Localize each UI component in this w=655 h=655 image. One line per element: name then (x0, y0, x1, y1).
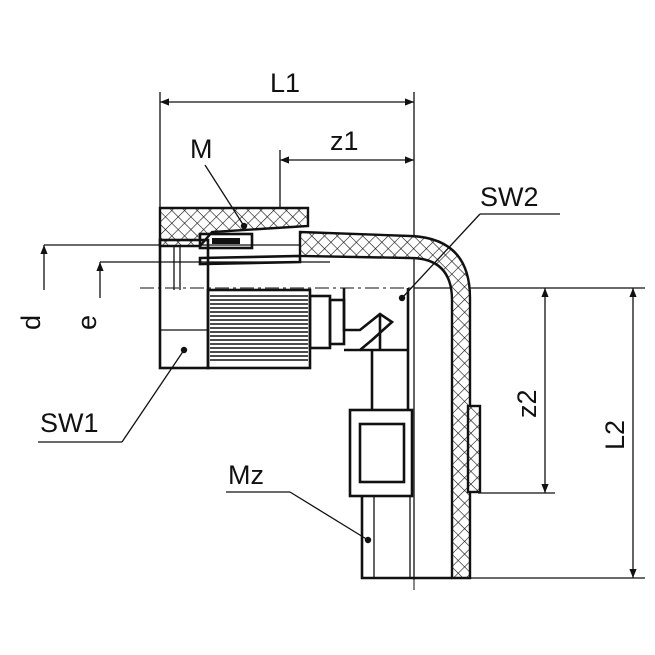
dimension-lines (40, 98, 637, 578)
label-e: e (72, 315, 102, 330)
label-SW1: SW1 (40, 408, 99, 438)
label-L2: L2 (600, 420, 630, 450)
knurled-grip (206, 288, 346, 370)
label-SW2: SW2 (480, 182, 539, 212)
hex-section (348, 408, 414, 498)
label-M: M (190, 134, 213, 164)
dimension-labels: L1 z1 M SW2 d e SW1 Mz z2 L2 (16, 68, 630, 490)
label-z1: z1 (330, 126, 359, 156)
male-thread (360, 496, 452, 580)
inner-bore (342, 288, 410, 410)
elbow-body (298, 230, 482, 580)
label-d: d (16, 315, 46, 330)
leader-lines (38, 164, 560, 544)
label-z2: z2 (512, 389, 542, 418)
collet-ring (198, 232, 302, 266)
label-L1: L1 (270, 68, 300, 98)
label-Mz: Mz (228, 460, 264, 490)
center-lines (140, 280, 415, 590)
